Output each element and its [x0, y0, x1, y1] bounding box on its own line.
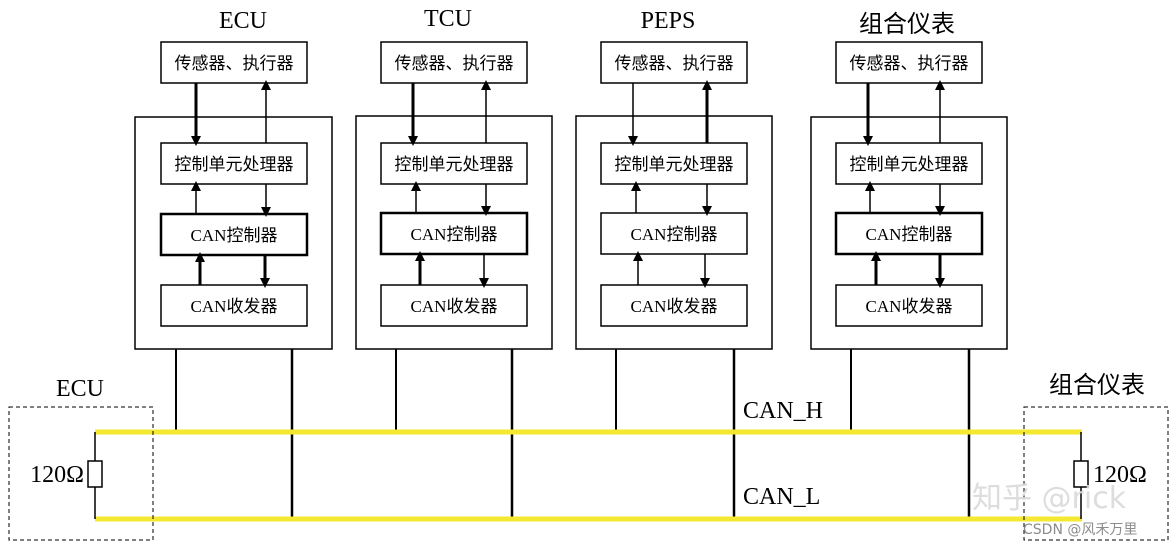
node-peps: PEPS 传感器、执行器 控制单元处理器 CAN控制器 CAN收发器 — [575, 8, 773, 519]
sensor-actuator-label: 传感器、执行器 — [615, 54, 734, 73]
node-tcu: TCU 传感器、执行器 控制单元处理器 CAN控制器 CAN收发器 — [355, 6, 553, 519]
cpu-label: 控制单元处理器 — [395, 155, 514, 174]
can-controller-label: CAN控制器 — [866, 225, 953, 244]
sensor-actuator-label: 传感器、执行器 — [395, 54, 514, 73]
sensor-actuator-box — [600, 41, 748, 84]
sensor-actuator-label: 传感器、执行器 — [850, 54, 969, 73]
can-transceiver-label: CAN收发器 — [191, 297, 278, 316]
can-transceiver-label: CAN收发器 — [631, 297, 718, 316]
can-bus: CAN_H CAN_L — [95, 398, 1082, 522]
termination-frame — [1023, 406, 1169, 541]
can-transceiver-box — [160, 284, 308, 327]
node-title: PEPS — [641, 8, 696, 34]
node-title: TCU — [424, 6, 472, 32]
can-transceiver-box — [380, 284, 528, 327]
can-controller-box — [159, 212, 309, 257]
watermark-main: 知乎 @rick — [972, 481, 1127, 516]
node-title: ECU — [219, 8, 267, 34]
resistor-symbol — [87, 460, 103, 488]
cpu-label: 控制单元处理器 — [615, 155, 734, 174]
termination-title: ECU — [56, 376, 104, 402]
cpu-box — [600, 142, 748, 185]
node-frame — [134, 116, 333, 350]
resistor-value: 120Ω — [30, 462, 84, 488]
termination-frame — [8, 406, 154, 541]
termination-right: 组合仪表 120Ω — [1023, 372, 1169, 541]
can-controller-label: CAN控制器 — [631, 225, 718, 244]
can-controller-label: CAN控制器 — [411, 225, 498, 244]
can-controller-box — [379, 211, 529, 256]
cpu-box — [835, 142, 983, 185]
cpu-box — [380, 142, 528, 185]
sensor-actuator-box — [380, 41, 528, 84]
cpu-label: 控制单元处理器 — [850, 155, 969, 174]
can-transceiver-label: CAN收发器 — [866, 297, 953, 316]
watermark: 知乎 @rick CSDN @风禾万里 — [972, 481, 1137, 538]
can-transceiver-box — [600, 284, 748, 327]
termination-title: 组合仪表 — [1049, 372, 1145, 399]
cpu-label: 控制单元处理器 — [175, 155, 294, 174]
can-l-label: CAN_L — [743, 484, 820, 510]
can-controller-box — [600, 212, 748, 255]
node-instrument-cluster: 组合仪表 传感器、执行器 控制单元处理器 CAN控制器 CAN收发器 — [810, 11, 1008, 519]
can-controller-label: CAN控制器 — [191, 226, 278, 245]
cpu-box — [160, 142, 308, 185]
node-frame — [575, 115, 773, 350]
sensor-actuator-box — [160, 41, 308, 84]
sensor-actuator-label: 传感器、执行器 — [175, 54, 294, 73]
node-frame — [810, 116, 1008, 350]
can-h-label: CAN_H — [743, 398, 823, 424]
can-transceiver-box — [835, 284, 983, 327]
sensor-actuator-box — [835, 41, 983, 84]
node-title: 组合仪表 — [859, 11, 955, 38]
watermark-sub: CSDN @风禾万里 — [1023, 522, 1137, 538]
can-transceiver-label: CAN收发器 — [411, 297, 498, 316]
can-controller-box — [834, 211, 984, 256]
node-frame — [355, 115, 553, 350]
node-ecu: ECU 传感器、执行器 控制单元处理器 CAN控制器 CAN收发器 — [134, 8, 333, 519]
resistor-value: 120Ω — [1093, 462, 1147, 488]
termination-left: ECU 120Ω — [8, 376, 154, 541]
